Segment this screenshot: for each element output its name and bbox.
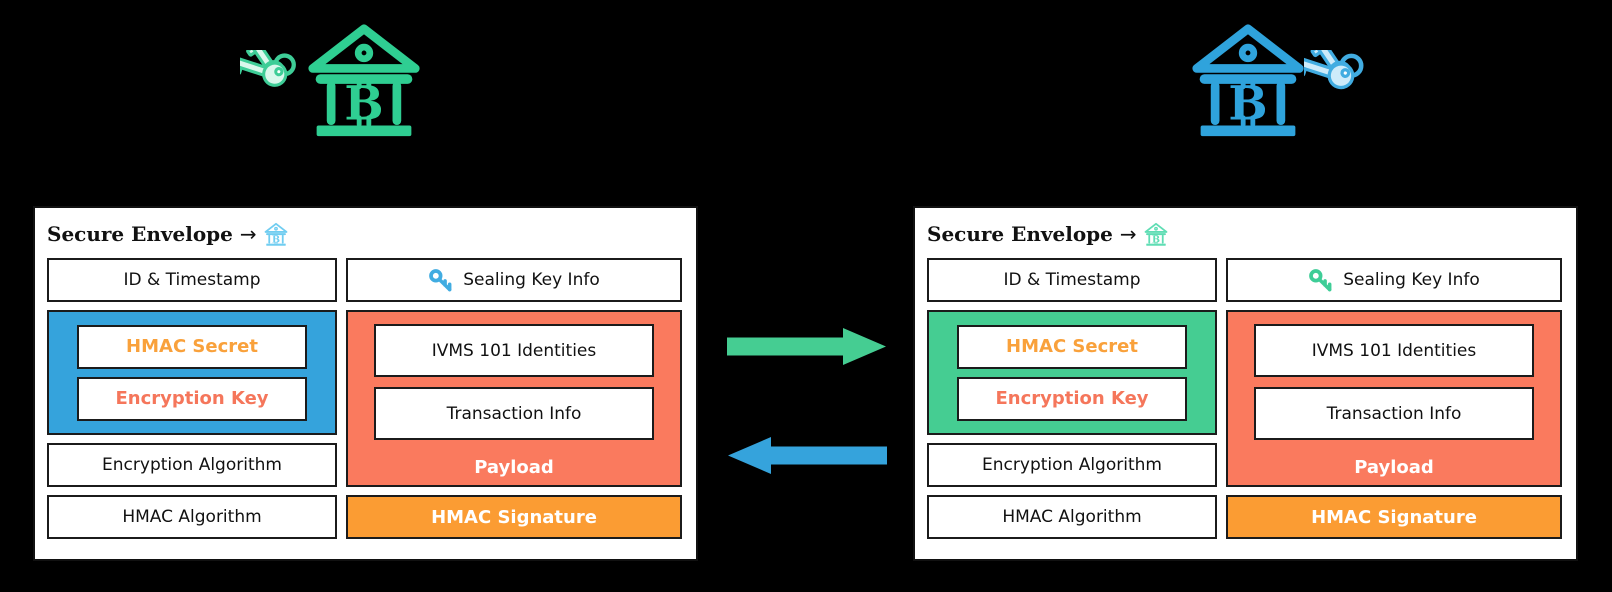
- beneficiary-bitcoin-bank-icon: [1190, 20, 1306, 142]
- envelope-title: Secure Envelope →: [47, 216, 682, 252]
- field-sealing-key-info: Sealing Key Info: [346, 258, 682, 302]
- field-ivms-identities: IVMS 101 Identities: [1254, 324, 1534, 377]
- payload-box: IVMS 101 Identities Transaction Info Pay…: [1226, 310, 1562, 487]
- field-hmac-algorithm: HMAC Algorithm: [927, 495, 1217, 539]
- title-arrow: →: [239, 222, 257, 246]
- envelope-title-text: Secure Envelope: [927, 222, 1113, 246]
- payload-box: IVMS 101 Identities Transaction Info Pay…: [346, 310, 682, 487]
- transfer-arrow-left-icon: [728, 437, 887, 474]
- field-id-timestamp: ID & Timestamp: [927, 258, 1217, 302]
- field-hmac-algorithm: HMAC Algorithm: [47, 495, 337, 539]
- symmetric-keys-box: HMAC Secret Encryption Key: [47, 310, 337, 435]
- originator-bitcoin-bank-icon: [306, 20, 422, 142]
- payload-label: Payload: [1354, 457, 1434, 478]
- beneficiary-keys-icon: [1304, 50, 1370, 118]
- transfer-arrow-right-icon: [727, 328, 886, 365]
- destination-bank-icon: [1144, 222, 1168, 247]
- envelope-title-text: Secure Envelope: [47, 222, 233, 246]
- field-hmac-signature: HMAC Signature: [1226, 495, 1562, 539]
- originator-keys-icon: [240, 50, 302, 114]
- secure-envelope-right: Secure Envelope → ID & Timestamp Sealing…: [913, 206, 1578, 561]
- field-hmac-signature: HMAC Signature: [346, 495, 682, 539]
- field-hmac-secret: HMAC Secret: [77, 324, 307, 369]
- field-ivms-identities: IVMS 101 Identities: [374, 324, 654, 377]
- field-encryption-algorithm: Encryption Algorithm: [47, 443, 337, 487]
- envelope-fields: ID & Timestamp Sealing Key Info HMAC Sec…: [927, 258, 1562, 539]
- payload-label: Payload: [474, 457, 554, 478]
- secure-envelope-left: Secure Envelope → ID & Timestamp Sealing…: [33, 206, 698, 561]
- symmetric-keys-box: HMAC Secret Encryption Key: [927, 310, 1217, 435]
- sealing-key-info-label: Sealing Key Info: [1343, 270, 1480, 290]
- field-sealing-key-info: Sealing Key Info: [1226, 258, 1562, 302]
- field-id-timestamp: ID & Timestamp: [47, 258, 337, 302]
- field-encryption-key: Encryption Key: [957, 376, 1187, 421]
- envelope-fields: ID & Timestamp Sealing Key Info HMAC Sec…: [47, 258, 682, 539]
- field-encryption-key: Encryption Key: [77, 376, 307, 421]
- field-transaction-info: Transaction Info: [1254, 387, 1534, 440]
- sealing-key-icon: [429, 268, 452, 292]
- destination-bank-icon: [264, 222, 288, 247]
- sealing-key-icon: [1309, 268, 1332, 292]
- title-arrow: →: [1119, 222, 1137, 246]
- field-transaction-info: Transaction Info: [374, 387, 654, 440]
- envelope-title: Secure Envelope →: [927, 216, 1562, 252]
- field-encryption-algorithm: Encryption Algorithm: [927, 443, 1217, 487]
- sealing-key-info-label: Sealing Key Info: [463, 270, 600, 290]
- field-hmac-secret: HMAC Secret: [957, 324, 1187, 369]
